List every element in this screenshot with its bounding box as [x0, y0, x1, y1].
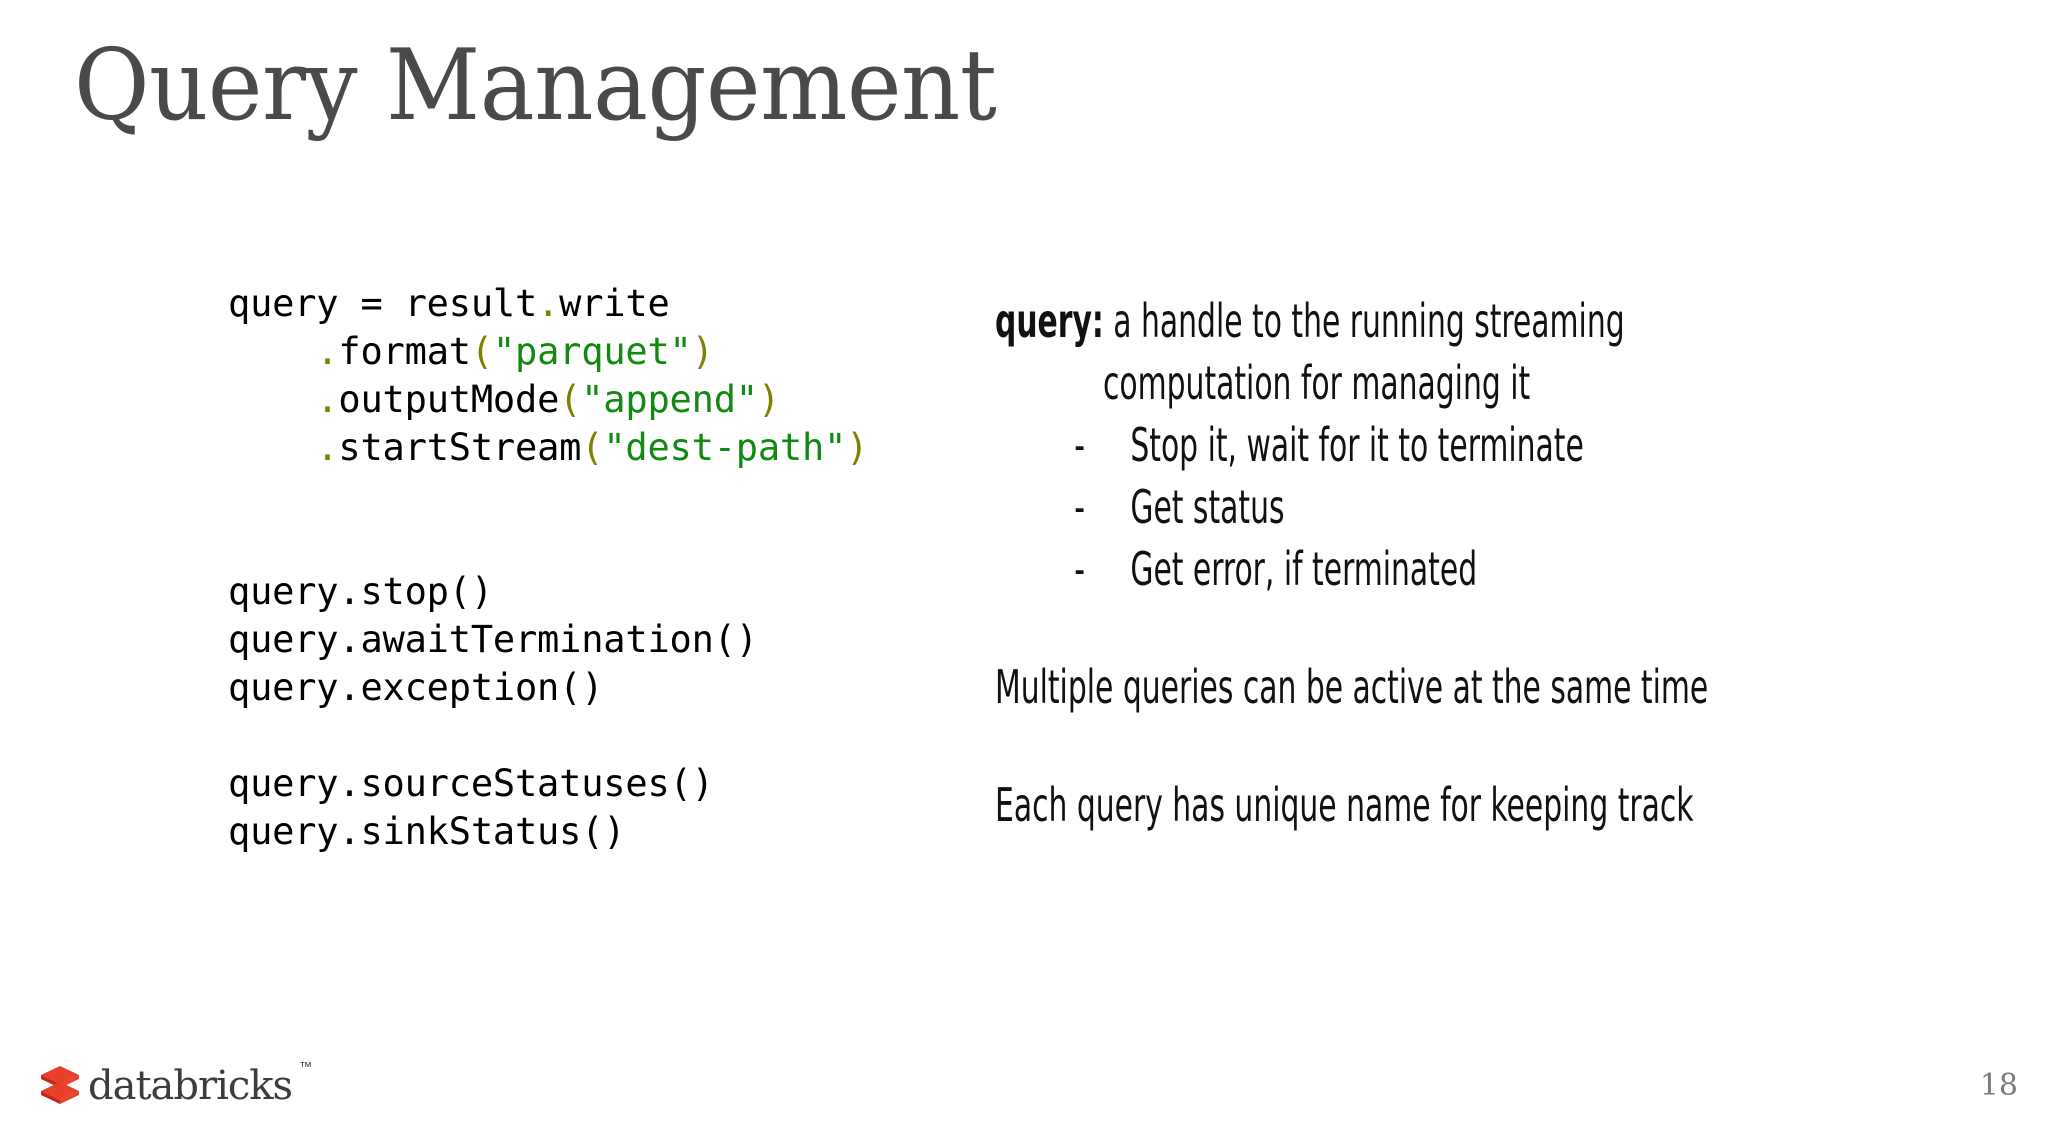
bullet-item: -Get error, if terminated [995, 538, 2048, 600]
bullet-text: Stop it, wait for it to terminate [1130, 418, 1584, 472]
code-token: ) [691, 330, 714, 373]
code-line: query.sinkStatus() [228, 808, 1008, 856]
code-token [228, 426, 316, 469]
code-token: . [316, 426, 339, 469]
databricks-logo: databricks ™ [38, 1058, 313, 1109]
databricks-wordmark: databricks [88, 1063, 293, 1109]
code-line [228, 712, 1008, 760]
page-number: 18 [1979, 1068, 2018, 1103]
code-token: query.sourceStatuses() [228, 762, 714, 805]
code-token: . [316, 378, 339, 421]
definition-text-1: a handle to the running streaming [1103, 294, 1625, 348]
paragraph-multiple-queries: Multiple queries can be active at the sa… [995, 660, 1709, 714]
code-line: query = result.write [228, 280, 1008, 328]
bullet-item: -Get status [995, 476, 2048, 538]
code-line [228, 472, 1008, 520]
code-token: ) [757, 378, 780, 421]
code-line: .outputMode("append") [228, 376, 1008, 424]
code-line: query.stop() [228, 568, 1008, 616]
code-token: query.awaitTermination() [228, 618, 758, 661]
code-token: "dest-path" [603, 426, 847, 469]
code-line: .format("parquet") [228, 328, 1008, 376]
bullet-marker-icon: - [1074, 542, 1085, 596]
bullet-marker-icon: - [1074, 418, 1085, 472]
definition-line-2: computation for managing it [1103, 356, 1531, 410]
code-token: write [559, 282, 670, 325]
bullet-item: -Stop it, wait for it to terminate [995, 414, 2048, 476]
definition-term: query: [995, 294, 1104, 348]
code-token: query.stop() [228, 570, 493, 613]
code-token: ( [470, 330, 493, 373]
trademark-symbol: ™ [299, 1058, 313, 1074]
code-token: startStream [338, 426, 582, 469]
databricks-stacked-layers-icon [38, 1062, 82, 1106]
notes-column: query: a handle to the running streaming… [995, 290, 2005, 836]
code-token: query.sinkStatus() [228, 810, 626, 853]
code-token: ) [846, 426, 869, 469]
bullet-text: Get status [1130, 480, 1285, 534]
spacer [995, 718, 2005, 774]
definition-line-1: query: a handle to the running streaming [995, 290, 2006, 352]
code-token: . [537, 282, 560, 325]
code-token: outputMode [338, 378, 560, 421]
bullet-marker-icon: - [1074, 480, 1085, 534]
code-token: . [316, 330, 339, 373]
code-token [228, 378, 316, 421]
code-token: query = result [228, 282, 538, 325]
code-token: ( [559, 378, 582, 421]
code-token: "parquet" [492, 330, 692, 373]
code-token: format [338, 330, 471, 373]
code-line: .startStream("dest-path") [228, 424, 1008, 472]
code-token: "append" [581, 378, 758, 421]
code-block: query = result.write .format("parquet") … [228, 280, 1008, 856]
code-token: ( [581, 426, 604, 469]
code-token [228, 330, 316, 373]
code-line: query.exception() [228, 664, 1008, 712]
spacer [995, 600, 2005, 656]
bullet-list: -Stop it, wait for it to terminate-Get s… [995, 414, 2005, 600]
code-token: query.exception() [228, 666, 604, 709]
code-line: query.awaitTermination() [228, 616, 1008, 664]
bullet-text: Get error, if terminated [1130, 542, 1478, 596]
page-title: Query Management [74, 29, 997, 143]
code-line [228, 520, 1008, 568]
paragraph-unique-name: Each query has unique name for keeping t… [995, 778, 1694, 832]
code-line: query.sourceStatuses() [228, 760, 1008, 808]
